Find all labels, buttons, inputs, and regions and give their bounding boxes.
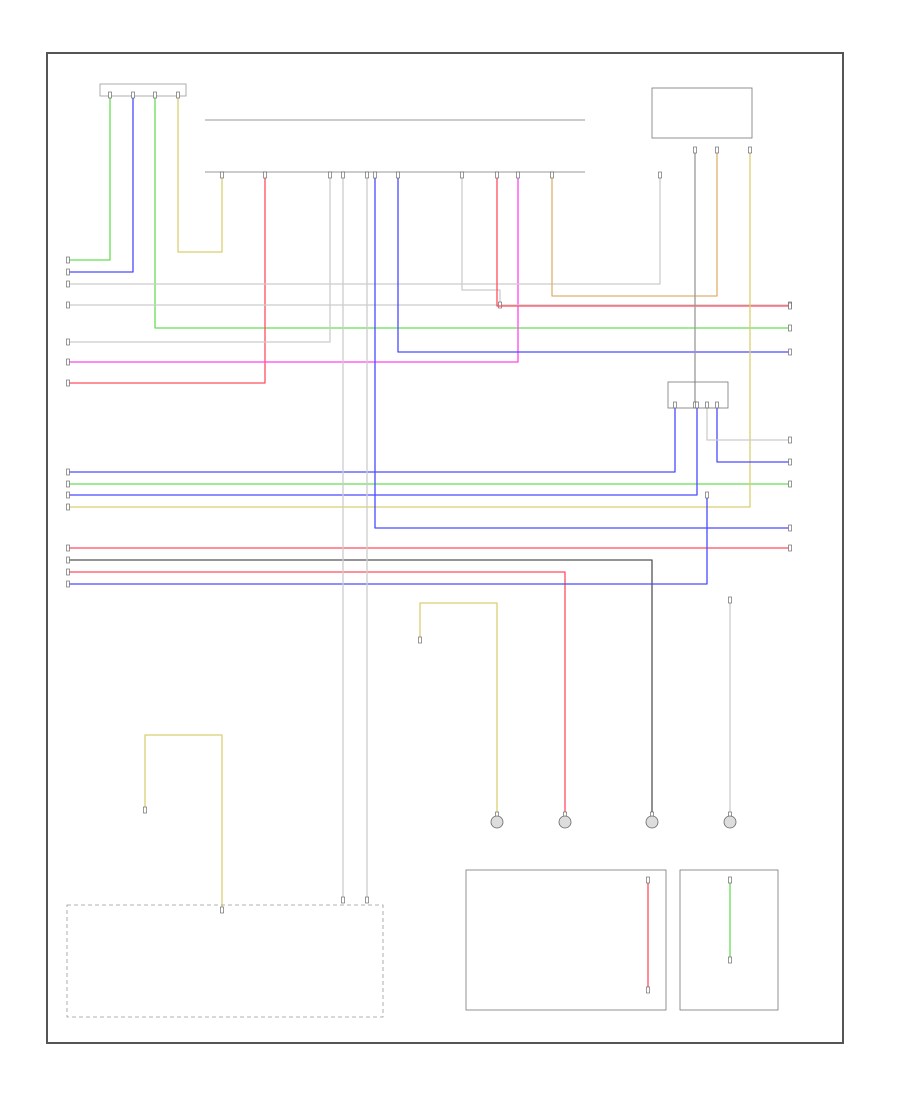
diagram-frame bbox=[46, 52, 844, 1044]
ground-point-g4 bbox=[723, 815, 737, 829]
wire-w-gy-d bbox=[461, 175, 501, 305]
wire-terminal bbox=[66, 556, 70, 564]
component-top-right-relay bbox=[651, 87, 753, 139]
wire-terminal bbox=[66, 491, 70, 499]
wire-terminal bbox=[66, 568, 70, 576]
wire-w-bl-right bbox=[716, 405, 790, 463]
wire-terminal bbox=[788, 524, 792, 532]
wire-terminal bbox=[788, 302, 792, 310]
wire-w-gy-right bbox=[706, 405, 790, 441]
wire-terminal bbox=[365, 171, 369, 179]
wire-w-ol-b4 bbox=[68, 150, 751, 508]
wire-terminal bbox=[263, 171, 267, 179]
wire-terminal bbox=[788, 348, 792, 356]
wire-terminal bbox=[66, 301, 70, 309]
wire-w-rd-left bbox=[68, 175, 266, 384]
wire-w-gy-c bbox=[68, 175, 331, 343]
wire-terminal bbox=[66, 468, 70, 476]
wire-w-bl-b1 bbox=[68, 405, 676, 473]
wire-terminal bbox=[460, 171, 464, 179]
wire-w-lb-left bbox=[68, 95, 134, 273]
wire-terminal bbox=[728, 876, 732, 884]
wire-terminal bbox=[728, 596, 732, 604]
wire-terminal bbox=[705, 401, 709, 409]
wire-terminal bbox=[66, 268, 70, 276]
wire-terminal bbox=[66, 338, 70, 346]
wire-w-rd-right bbox=[496, 175, 790, 307]
wire-w-pu-c1 bbox=[374, 175, 790, 529]
wire-terminal bbox=[788, 324, 792, 332]
components-group bbox=[66, 87, 779, 1018]
wire-terminal bbox=[705, 491, 709, 499]
wire-w-lg-left bbox=[68, 95, 111, 261]
wire-terminal bbox=[66, 280, 70, 288]
wire-terminal bbox=[176, 91, 180, 99]
wire-terminal bbox=[66, 580, 70, 588]
wire-terminal bbox=[373, 171, 377, 179]
wire-w-yl-mid bbox=[419, 602, 498, 815]
component-mid-right-connector bbox=[667, 381, 729, 409]
wire-terminal bbox=[498, 301, 502, 309]
wire-terminal bbox=[788, 436, 792, 444]
wire-terminal bbox=[153, 91, 157, 99]
wire-terminal bbox=[550, 171, 554, 179]
ground-point-g2 bbox=[558, 815, 572, 829]
wire-terminal bbox=[658, 171, 662, 179]
wire-terminal bbox=[66, 379, 70, 387]
wire-terminal bbox=[788, 458, 792, 466]
wire-terminal bbox=[66, 503, 70, 511]
component-bottom-left-unit bbox=[66, 904, 384, 1018]
wire-w-mg-left bbox=[68, 175, 519, 363]
wire-terminal bbox=[131, 91, 135, 99]
wire-terminal bbox=[66, 480, 70, 488]
wire-w-bl-mid bbox=[397, 175, 790, 353]
wire-terminal bbox=[516, 171, 520, 179]
wire-terminal bbox=[695, 401, 699, 409]
wire-terminal bbox=[646, 986, 650, 994]
wire-terminal bbox=[748, 146, 752, 154]
component-bottom-mid-switch bbox=[465, 869, 667, 1011]
wire-terminal bbox=[341, 171, 345, 179]
wire-terminal bbox=[693, 146, 697, 154]
wire-terminal bbox=[673, 401, 677, 409]
ground-point-g1 bbox=[490, 815, 504, 829]
wire-terminal bbox=[646, 876, 650, 884]
wire-w-bl-c5 bbox=[68, 495, 708, 585]
wire-terminal bbox=[715, 401, 719, 409]
wires-group bbox=[66, 91, 792, 994]
wire-w-rd-c3 bbox=[68, 571, 566, 815]
grounds-group bbox=[490, 815, 737, 829]
wire-w-gn-top bbox=[154, 95, 790, 329]
wire-terminal bbox=[396, 171, 400, 179]
wire-terminal bbox=[418, 636, 422, 644]
wire-terminal bbox=[715, 146, 719, 154]
wire-terminal bbox=[143, 806, 147, 814]
wire-terminal bbox=[66, 544, 70, 552]
wire-terminal bbox=[328, 171, 332, 179]
wire-terminal bbox=[495, 171, 499, 179]
wire-terminal bbox=[788, 480, 792, 488]
top-left-connector bbox=[99, 83, 187, 97]
wire-terminal bbox=[728, 956, 732, 964]
wire-terminal bbox=[66, 256, 70, 264]
wire-w-or-top bbox=[551, 150, 718, 297]
wire-terminal bbox=[108, 91, 112, 99]
wire-w-yl-bl bbox=[144, 734, 223, 910]
wire-terminal bbox=[341, 896, 345, 904]
wire-terminal bbox=[365, 896, 369, 904]
wire-w-dk-c4 bbox=[68, 559, 653, 815]
wire-terminal bbox=[220, 906, 224, 914]
ground-point-g3 bbox=[645, 815, 659, 829]
wire-w-gy-a bbox=[68, 175, 661, 285]
wire-terminal bbox=[788, 544, 792, 552]
wire-terminal bbox=[220, 171, 224, 179]
wire-terminal bbox=[66, 358, 70, 366]
wire-w-bl-b3 bbox=[68, 405, 698, 496]
component-bottom-right-unit bbox=[679, 869, 779, 1011]
wire-w-yl-loop bbox=[177, 95, 223, 253]
